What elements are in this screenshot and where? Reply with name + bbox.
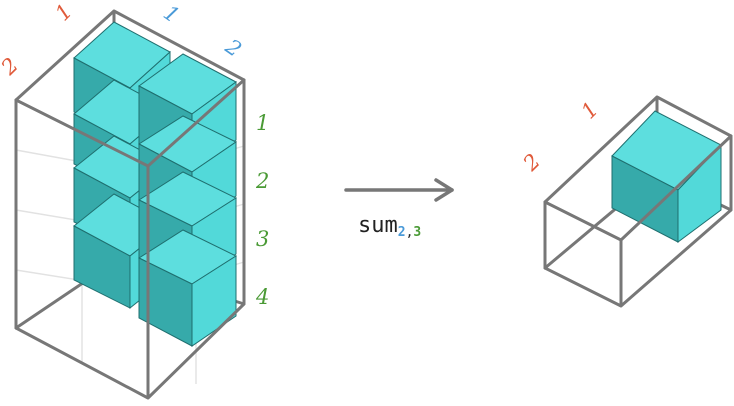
operation-arrow xyxy=(344,178,454,202)
output-tensor: 1 2 xyxy=(518,95,733,308)
input-axis1-label: 1 xyxy=(51,0,77,26)
operation-sub-axis: 2 xyxy=(398,225,406,240)
input-axis2-label: 2 xyxy=(220,34,246,62)
input-axis3-label: 4 xyxy=(255,285,269,309)
operation-sub-axis: 3 xyxy=(413,225,421,240)
operation-sub-separator: , xyxy=(406,225,414,240)
input-frame-front xyxy=(14,78,246,400)
operation-name: sum xyxy=(358,213,398,238)
output-axis1-label: 1 xyxy=(577,97,603,123)
output-axis1-label: 2 xyxy=(518,149,545,176)
input-axis2-label: 1 xyxy=(159,0,184,27)
output-frame-front xyxy=(543,134,733,308)
input-tensor: 1 2 1 2 1 2 3 4 xyxy=(0,0,269,400)
output-cube xyxy=(611,110,722,243)
input-axis3-label: 1 xyxy=(256,111,269,135)
input-axis1-label: 2 xyxy=(0,53,23,80)
input-axis3-label: 3 xyxy=(256,227,269,251)
input-axis3-label: 2 xyxy=(255,169,269,193)
operation-label: sum2,3 xyxy=(358,213,421,240)
